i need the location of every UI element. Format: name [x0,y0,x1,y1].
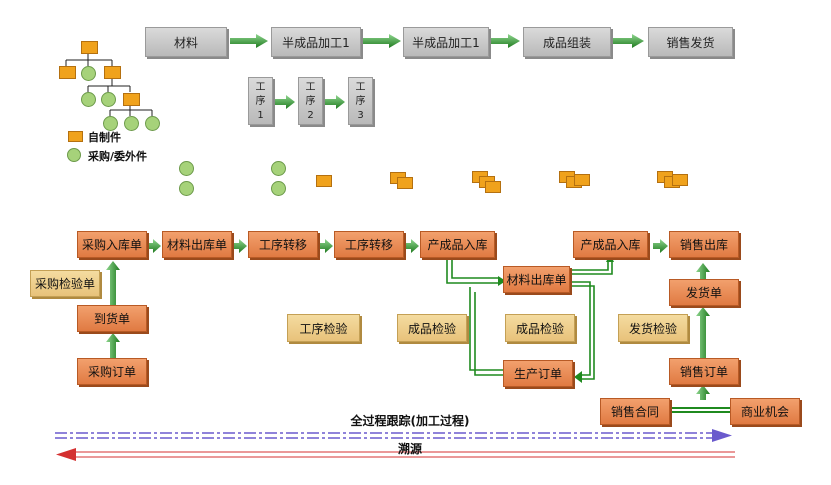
legend-purchased-swatch [67,148,81,162]
bom-node-self-made [81,41,98,54]
double-line-connectors [446,259,613,380]
arrow-up [696,263,710,279]
arrow-up [696,307,710,358]
bom-node-self-made [59,66,76,79]
arrow-up [106,261,120,305]
part-icon-purchased [271,161,286,176]
part-icon-purchased [179,181,194,196]
process-inspection-box: 工序检验 [287,314,360,342]
bom-node-purchased [101,92,116,107]
arrow-right [233,239,247,253]
sales-order-box: 销售订单 [669,358,739,385]
process-arrows [148,239,668,253]
sub-step-line1: 工 [305,82,316,93]
sub-step-num: 2 [307,110,314,121]
part-icon-self-made [485,181,501,193]
top-step-assembly: 成品组装 [523,27,611,57]
arrow-up [106,333,120,358]
process-transfer-box-1: 工序转移 [248,231,318,258]
top-step-sales-shipping: 销售发货 [648,27,733,57]
sub-step-3: 工 序 3 [348,77,373,125]
arrow-right [363,34,401,48]
part-icon-purchased [271,181,286,196]
purchase-order-box: 采购订单 [77,358,147,385]
bom-tree-lines [65,52,153,116]
arrow-right [320,239,333,253]
merge-lines [670,407,730,413]
forward-tracking-line [55,429,732,442]
part-icon-purchased [179,161,194,176]
arrow-up [696,385,710,400]
production-order-box: 生产订单 [503,360,573,387]
double-line-arrowheads [498,254,614,383]
part-icon-self-made [397,177,413,189]
bom-node-purchased [145,116,160,131]
legend-purchased-label: 采购/委外件 [88,150,148,163]
legend-self-made-swatch [68,131,83,142]
arrow-right [275,95,295,109]
bom-node-purchased [81,92,96,107]
sub-step-2: 工 序 2 [298,77,323,125]
product-inspection-box-1: 成品检验 [397,314,467,342]
bom-node-purchased [124,116,139,131]
sales-contract-box: 销售合同 [600,398,670,425]
backward-tracking-label: 溯源 [397,442,422,456]
bom-node-purchased [103,116,118,131]
sub-step-arrows [275,95,345,109]
sales-issue-box: 销售出库 [669,231,739,258]
top-step-material: 材料 [145,27,227,57]
arrow-right [230,34,268,48]
bom-node-self-made [123,93,140,106]
part-icon-self-made [574,174,590,186]
top-step-semi-process-1: 半成品加工1 [271,27,361,57]
bom-node-self-made [104,66,121,79]
sub-step-num: 1 [257,110,264,121]
part-icon-self-made [672,174,688,186]
sub-step-line2: 序 [355,96,366,107]
part-icon-self-made [316,175,332,187]
sub-step-line2: 序 [255,96,266,107]
delivery-inspection-box: 发货检验 [618,314,688,342]
arrow-right [653,239,668,253]
product-receipt-box-2: 产成品入库 [573,231,648,258]
arrow-right [613,34,644,48]
process-transfer-box-2: 工序转移 [334,231,404,258]
sub-step-line1: 工 [355,82,366,93]
product-inspection-box-2: 成品检验 [505,314,575,342]
legend-self-made-label: 自制件 [88,131,121,144]
vertical-arrows-left [106,261,120,358]
arrival-box: 到货单 [77,305,147,332]
arrow-right [405,239,419,253]
business-opportunity-box: 商业机会 [730,398,800,425]
bom-node-purchased [81,66,96,81]
top-flow-arrows [230,34,644,48]
product-receipt-box-1: 产成品入库 [420,231,495,258]
material-issue-box-1: 材料出库单 [162,231,232,258]
purchase-receipt-box: 采购入库单 [77,231,147,258]
delivery-box: 发货单 [669,279,739,306]
sub-step-line1: 工 [255,82,266,93]
vertical-arrows-right [696,263,710,400]
arrow-right [325,95,345,109]
sub-step-num: 3 [357,110,364,121]
backward-tracking-line [56,448,735,461]
sub-step-1: 工 序 1 [248,77,273,125]
purchase-inspection-box: 采购检验单 [30,270,100,297]
forward-tracking-label: 全过程跟踪(加工过程) [350,414,470,428]
material-issue-box-2: 材料出库单 [503,266,570,293]
top-step-semi-process-2: 半成品加工1 [403,27,489,57]
arrow-right [148,239,161,253]
arrow-right [490,34,520,48]
sub-step-line2: 序 [305,96,316,107]
